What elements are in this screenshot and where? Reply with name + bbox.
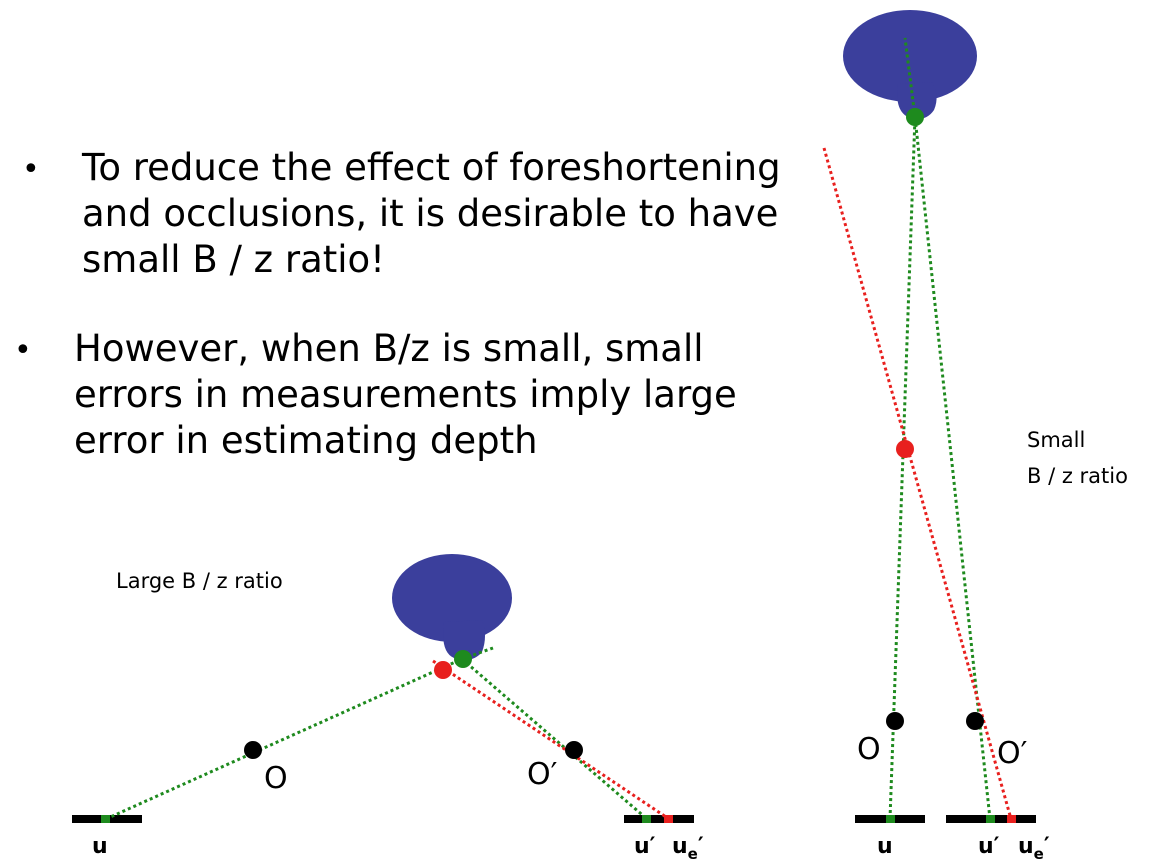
estimated-point (896, 440, 914, 458)
bullet-line: To reduce the effect of foreshortening (82, 146, 781, 189)
true-ray-right (913, 116, 992, 820)
image-point-u-e-prime (664, 815, 673, 823)
true-ray-left (105, 657, 463, 821)
label-o: O (857, 732, 881, 767)
optical-center-o-prime (565, 741, 583, 759)
label-o: O (264, 761, 288, 796)
image-point-u-prime (986, 815, 995, 823)
bullet-dot: • (14, 333, 32, 368)
true-ray-extension (903, 37, 917, 118)
label-u-e-subscript: e (1034, 845, 1044, 863)
label-u-e-base: u (672, 834, 688, 859)
true-point (454, 650, 472, 668)
estimated-point (434, 661, 452, 679)
true-ray-right (461, 657, 648, 821)
label-u-prime: u′ (634, 834, 656, 859)
label-u-prime: u′ (978, 834, 1000, 859)
bullet-text: To reduce the effect of foreshortening a… (82, 145, 782, 283)
image-point-u-prime (642, 815, 651, 823)
label-u: u (877, 834, 893, 859)
label-o-prime: O′ (997, 736, 1028, 771)
eye-blob (843, 10, 977, 102)
small-ratio-label-line2: B / z ratio (1027, 464, 1128, 488)
bullet-line: error in estimating depth (74, 419, 538, 462)
bullet-line: small B / z ratio! (82, 238, 386, 281)
eye-stem (897, 82, 937, 119)
large-eye-icon (392, 554, 512, 660)
small-eye-icon (843, 10, 977, 119)
optical-center-o (886, 712, 904, 730)
large-ratio-label: Large B / z ratio (116, 569, 283, 593)
label-u: u (92, 834, 108, 859)
image-point-u-e-prime (1007, 815, 1016, 823)
bullet-line: However, when B/z is small, small (74, 327, 704, 370)
label-o-prime: O′ (527, 757, 558, 792)
sensor-right (624, 815, 694, 823)
label-u-e-prime: ue′ (1018, 834, 1050, 863)
error-ray (432, 659, 670, 821)
optical-center-o-prime (966, 712, 984, 730)
small-ratio-label-line1: Small (1027, 428, 1086, 452)
large-ratio-diagram: O O′ u u′ ue′ (72, 554, 704, 863)
label-u-e-base: u (1018, 834, 1034, 859)
bullet-line: errors in measurements imply large (74, 373, 737, 416)
small-ratio-diagram: O O′ u u′ ue′ (822, 10, 1050, 863)
label-u-e-subscript: e (688, 845, 698, 863)
label-u-e-prime-mark: ′ (698, 834, 704, 859)
image-point-u (101, 815, 110, 823)
true-point (906, 108, 924, 126)
label-u-e-prime-mark: ′ (1044, 834, 1050, 859)
label-u-e-prime: ue′ (672, 834, 704, 863)
bullet-text: However, when B/z is small, small errors… (74, 326, 774, 464)
bullet-dot: • (22, 152, 40, 187)
optical-center-o (244, 741, 262, 759)
bullet-line: and occlusions, it is desirable to have (82, 192, 779, 235)
eye-stem (443, 620, 485, 660)
error-ray (822, 147, 1013, 820)
image-point-u (886, 815, 895, 823)
